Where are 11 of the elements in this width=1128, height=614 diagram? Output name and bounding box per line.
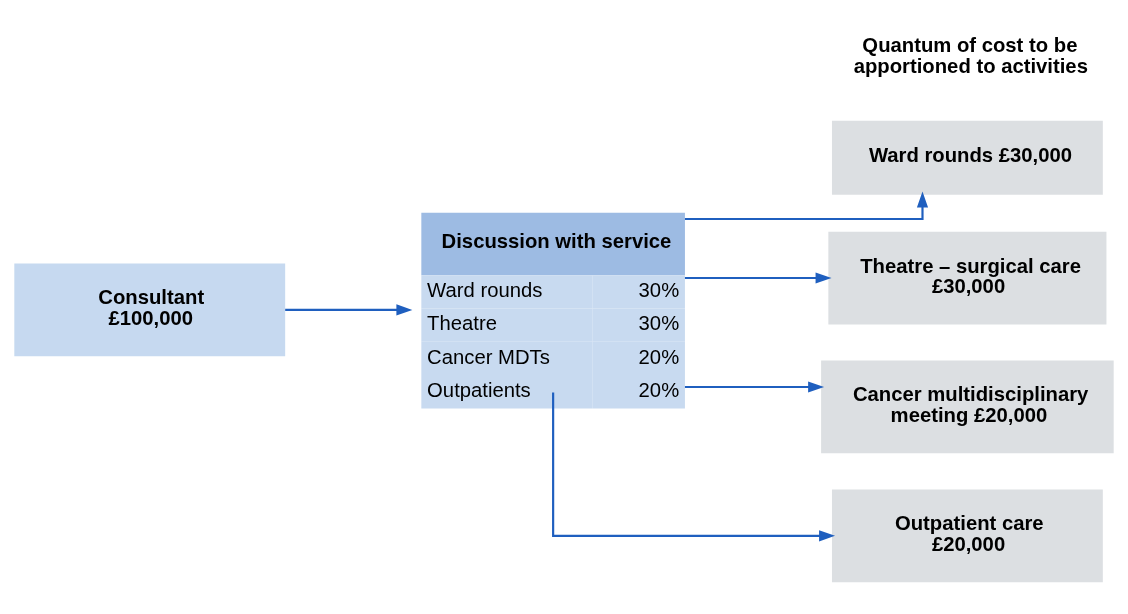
label: Quantum of cost to be apportioned to activities — [853, 34, 1088, 77]
arrow — [285, 304, 413, 316]
arrow — [684, 191, 929, 221]
arrow — [552, 392, 836, 542]
arrow — [684, 381, 825, 393]
node-box: Ward rounds £30,000 — [831, 120, 1103, 195]
node-box: Outpatient care £20,000 — [831, 489, 1103, 583]
arrow — [684, 272, 832, 284]
node-box: Theatre – surgical care £30,000 — [828, 231, 1107, 325]
node-box: Cancer multidisciplinary meeting £20,000 — [821, 360, 1114, 454]
node-box: Consultant £100,000 — [14, 263, 286, 357]
